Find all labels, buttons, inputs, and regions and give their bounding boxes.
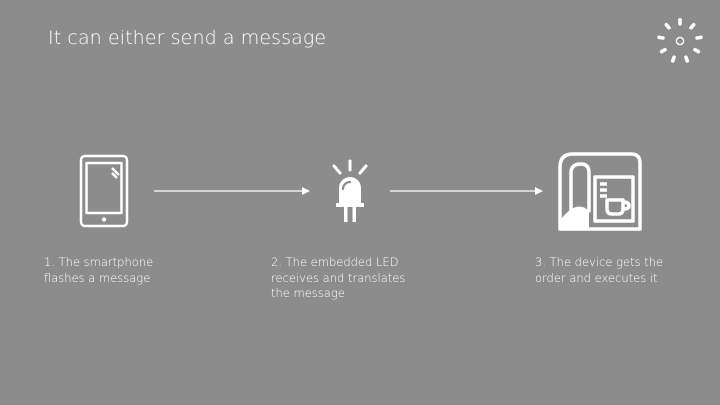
step-3-label: 3. The device gets the order and execute… bbox=[535, 255, 664, 285]
led-icon bbox=[332, 159, 368, 222]
coffee-machine-icon bbox=[558, 152, 642, 231]
step-2-label: 2. The embedded LED receives and transla… bbox=[271, 255, 406, 300]
arrow-right-icon bbox=[154, 187, 310, 195]
step-1-label: 1. The smartphone flashes a message bbox=[44, 255, 154, 285]
slide-title: It can either send a message bbox=[48, 27, 327, 49]
sunburst-logo-icon bbox=[657, 18, 703, 64]
smartphone-icon bbox=[79, 154, 129, 228]
arrow-right-icon bbox=[390, 187, 543, 195]
